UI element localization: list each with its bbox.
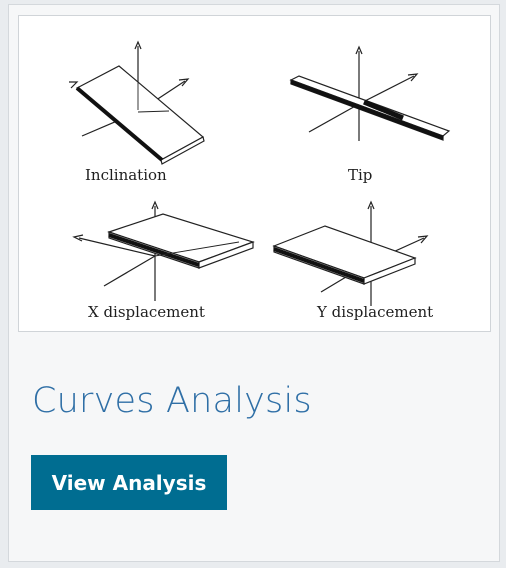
caption-x-displacement: X displacement <box>88 303 205 321</box>
caption-tip: Tip <box>348 166 373 184</box>
view-analysis-button[interactable]: View Analysis <box>31 455 227 510</box>
x-displacement-panel <box>72 200 255 301</box>
caption-inclination: Inclination <box>85 166 167 184</box>
movement-diagram: Inclination Tip X displacement Y displac… <box>18 15 491 332</box>
sensor-movement-illustration <box>69 40 451 306</box>
y-displacement-panel <box>272 200 429 306</box>
caption-y-displacement: Y displacement <box>317 303 434 321</box>
tip-panel <box>289 45 451 141</box>
analysis-card: Inclination Tip X displacement Y displac… <box>8 4 500 562</box>
inclination-panel <box>69 40 205 165</box>
card-title: Curves Analysis <box>32 381 312 421</box>
